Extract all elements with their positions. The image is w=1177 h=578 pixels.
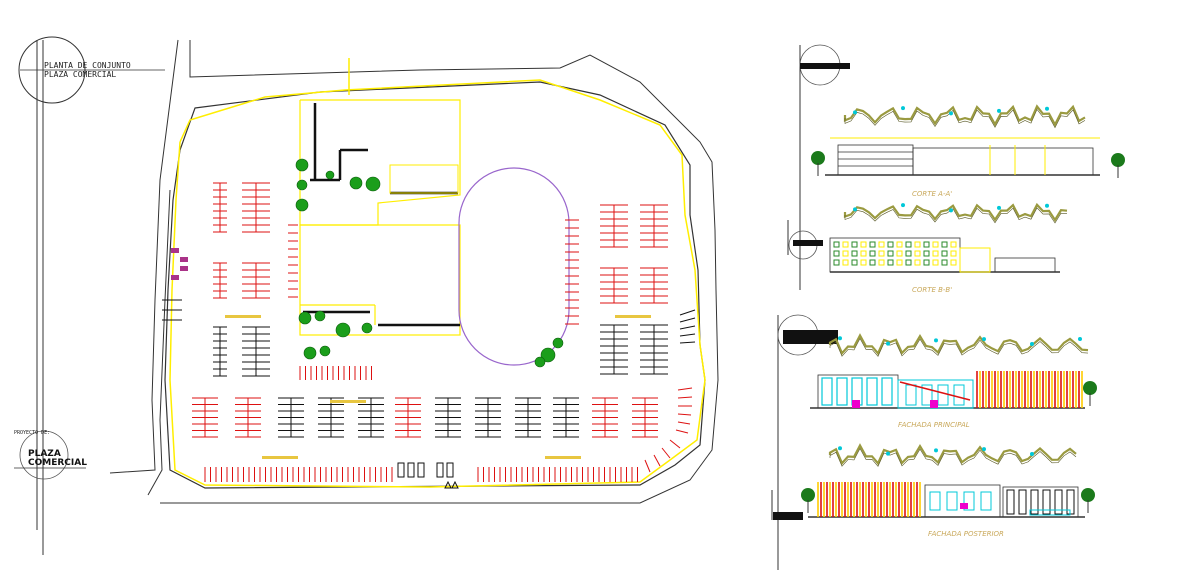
parking-block xyxy=(213,326,227,377)
ramp-stripes-red xyxy=(644,387,693,473)
project-block: PROYECTO DE: PLAZA COMERCIAL xyxy=(14,430,87,480)
parking-block xyxy=(600,267,628,304)
parking-block xyxy=(640,324,668,375)
section-b-windows xyxy=(833,241,957,266)
site-trees xyxy=(295,158,564,368)
site-boundary xyxy=(164,81,706,489)
oval-edge-marks xyxy=(565,219,579,325)
parking-block xyxy=(632,397,658,438)
anchor-store xyxy=(389,164,459,194)
section-a-foliage xyxy=(843,104,1086,129)
building-shadows xyxy=(303,103,460,327)
parking-block xyxy=(395,397,421,438)
project-label: PROYECTO DE: xyxy=(14,430,50,436)
section-b-foliage xyxy=(843,202,1068,224)
title-block: PLANTA DE CONJUNTO PLAZA COMERCIAL xyxy=(18,36,165,555)
parking-block xyxy=(278,397,304,438)
parking-block xyxy=(235,397,261,438)
parking-block xyxy=(640,204,668,248)
parking-block xyxy=(592,397,618,438)
parking-block xyxy=(435,397,461,438)
fachada-posterior-foliage xyxy=(828,443,1077,467)
building-edge-marks xyxy=(288,224,298,298)
parking-block xyxy=(242,182,270,233)
street-outline xyxy=(109,39,719,504)
fachada-posterior-stripes xyxy=(817,482,921,517)
fachada-posterior: FACHADA POSTERIOR xyxy=(771,443,1085,538)
parking-block xyxy=(600,324,628,375)
parking-block xyxy=(318,397,344,438)
fachada-principal-title: FACHADA PRINCIPAL xyxy=(898,421,970,429)
parking-stalls xyxy=(192,182,668,482)
parking-block xyxy=(213,262,227,299)
project-name-line2: COMERCIAL xyxy=(28,458,87,468)
plan-title-line1: PLANTA DE CONJUNTO xyxy=(44,61,131,70)
section-a-a: CORTE A-A' xyxy=(799,44,1100,290)
parking-block xyxy=(640,267,668,304)
section-a-title: CORTE A-A' xyxy=(912,190,952,198)
side-entry-marks xyxy=(162,248,188,321)
fachada-principal-foliage xyxy=(828,333,1089,357)
parking-block xyxy=(242,262,270,299)
circulation-path xyxy=(169,58,706,488)
section-b-title: CORTE B-B' xyxy=(912,286,952,294)
parking-block xyxy=(600,204,628,248)
project-name-line1: PLAZA xyxy=(28,449,61,459)
parking-block xyxy=(213,182,227,233)
bottom-entry xyxy=(397,462,459,489)
fachada-principal-windows xyxy=(821,377,965,406)
parking-block xyxy=(515,397,541,438)
parking-block xyxy=(358,397,384,438)
fachada-principal-stripes xyxy=(976,371,1083,408)
bottom-stalls xyxy=(204,366,638,482)
parking-block xyxy=(192,397,218,438)
fachada-posterior-windows xyxy=(929,489,1075,516)
plan-title-line2: PLAZA COMERCIAL xyxy=(44,70,116,79)
fachada-posterior-title: FACHADA POSTERIOR xyxy=(928,530,1004,538)
parking-block xyxy=(553,397,579,438)
parking-block xyxy=(475,397,501,438)
section-trees xyxy=(801,151,1125,513)
ramp-stripes xyxy=(679,309,696,344)
oval-plaza xyxy=(458,167,570,366)
fachada-principal: FACHADA PRINCIPAL xyxy=(777,314,1089,570)
parking-block xyxy=(242,326,270,377)
section-b-b: CORTE B-B' xyxy=(787,202,1068,294)
central-building xyxy=(299,99,461,336)
